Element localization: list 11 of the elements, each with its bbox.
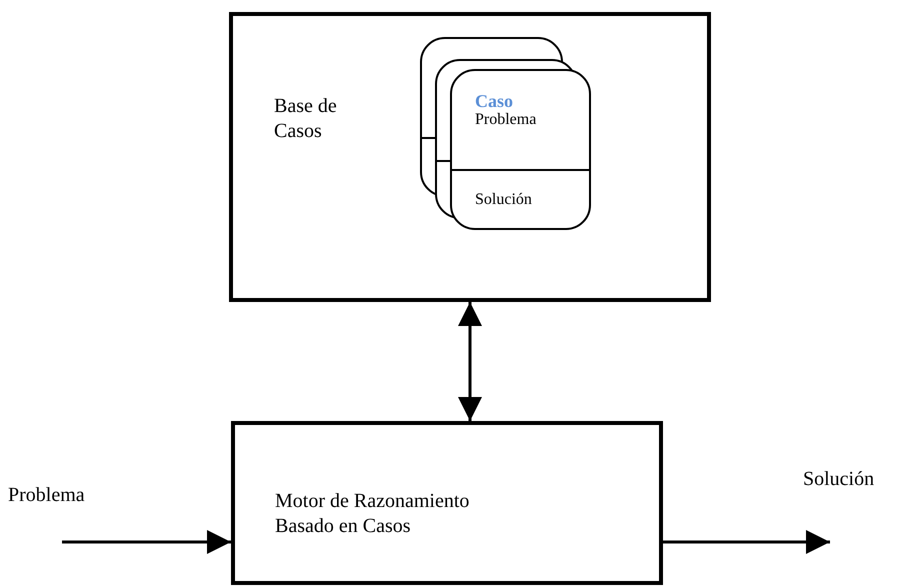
arrow [663,530,830,554]
case-card-stack [420,37,592,231]
arrow [62,530,231,554]
box-title: Motor de Razonamiento Basado en Casos [275,489,470,539]
card-field: Solución [475,190,532,210]
double-arrow [458,302,482,421]
card-heading: Caso [475,90,514,112]
engine-box [231,421,663,585]
card-field: Problema [475,110,536,130]
box-title: Base de Casos [274,94,338,144]
database-box [229,12,711,302]
